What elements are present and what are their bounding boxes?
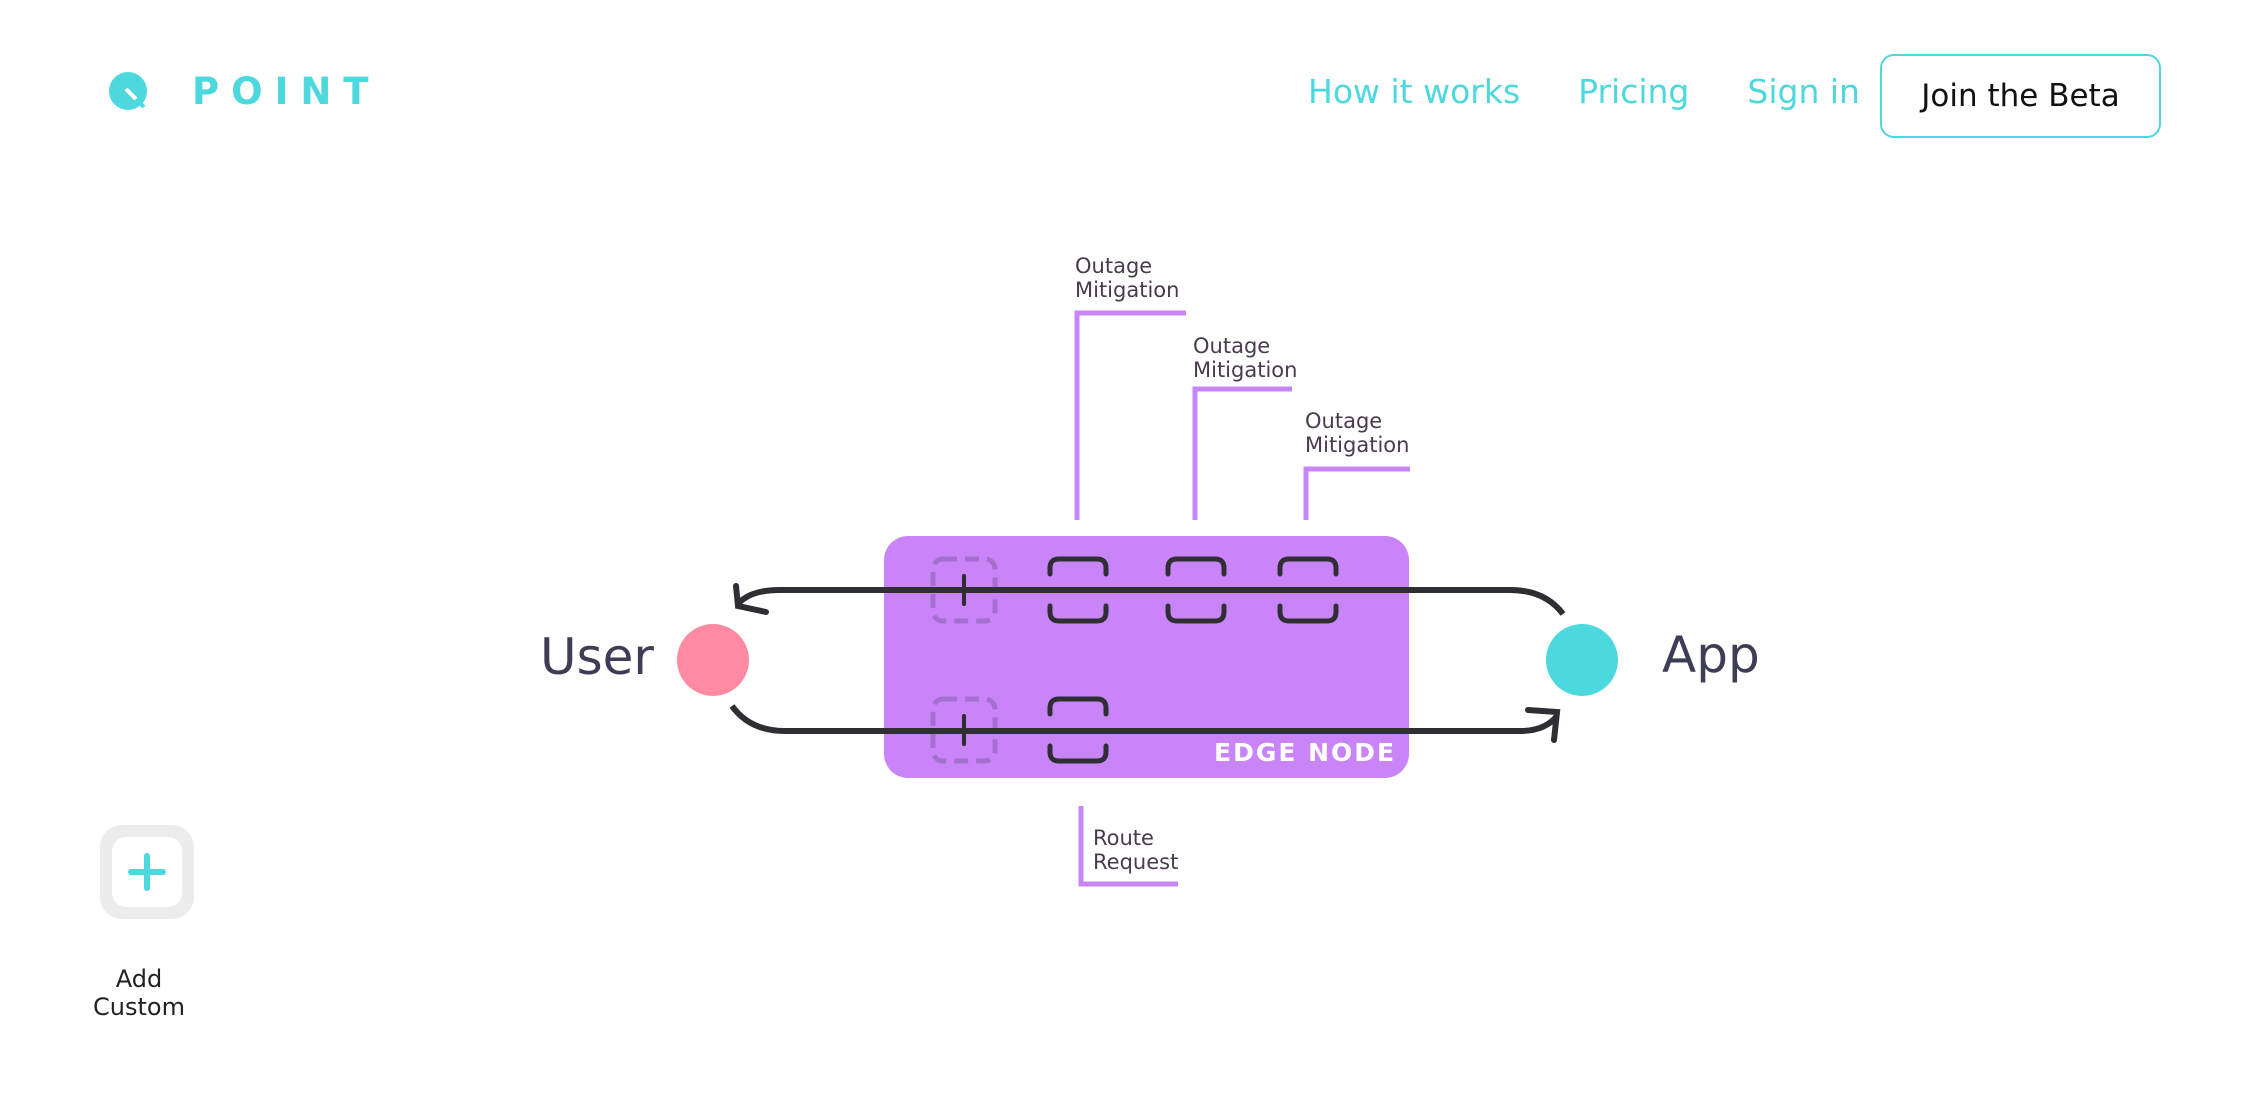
module-slot-4-top[interactable]: [1047, 696, 1109, 717]
response-arrow: [735, 587, 1566, 616]
module-slot-1-top[interactable]: [1047, 556, 1109, 577]
module-slot-4-bottom: [1047, 743, 1109, 764]
nav-pricing[interactable]: Pricing: [1578, 72, 1690, 111]
logo-icon: [108, 71, 150, 113]
annotation-line-4: [1078, 806, 1178, 887]
add-custom-label: Add Custom: [93, 965, 185, 1021]
annotation-line-2: [1192, 386, 1292, 520]
annotation-line-1: [1074, 310, 1186, 520]
join-beta-button[interactable]: Join the Beta: [1880, 54, 2161, 138]
plus-icon: [128, 853, 166, 891]
site-header: POINT How it works Pricing Sign in Join …: [0, 0, 2241, 190]
add-custom-button[interactable]: Add Custom: [92, 825, 202, 1021]
edge-node-box: [884, 536, 1409, 778]
plus-icon: [948, 574, 980, 746]
request-arrow: [729, 704, 1560, 734]
nav-how-it-works[interactable]: How it works: [1308, 72, 1521, 111]
edge-node-label: EDGE NODE: [1214, 738, 1397, 767]
brand-name: POINT: [192, 70, 381, 113]
annotation-line-3: [1303, 466, 1410, 520]
nav-sign-in[interactable]: Sign in: [1747, 72, 1860, 111]
module-slot-1-bottom: [1047, 603, 1109, 624]
response-arrowhead: [733, 583, 769, 615]
main-nav: How it works Pricing Sign in: [1308, 72, 1860, 111]
logo[interactable]: POINT: [108, 70, 381, 113]
app-label: App: [1662, 626, 1760, 684]
module-slot-3-bottom: [1277, 603, 1339, 624]
user-node[interactable]: [677, 624, 749, 696]
module-slot-2-bottom: [1165, 603, 1227, 624]
request-arrowhead: [1525, 707, 1561, 743]
app-node[interactable]: [1546, 624, 1618, 696]
module-slot-2-top[interactable]: [1165, 556, 1227, 577]
add-custom-tile[interactable]: [100, 825, 194, 919]
module-slot-3-top[interactable]: [1277, 556, 1339, 577]
user-label: User: [540, 628, 654, 686]
